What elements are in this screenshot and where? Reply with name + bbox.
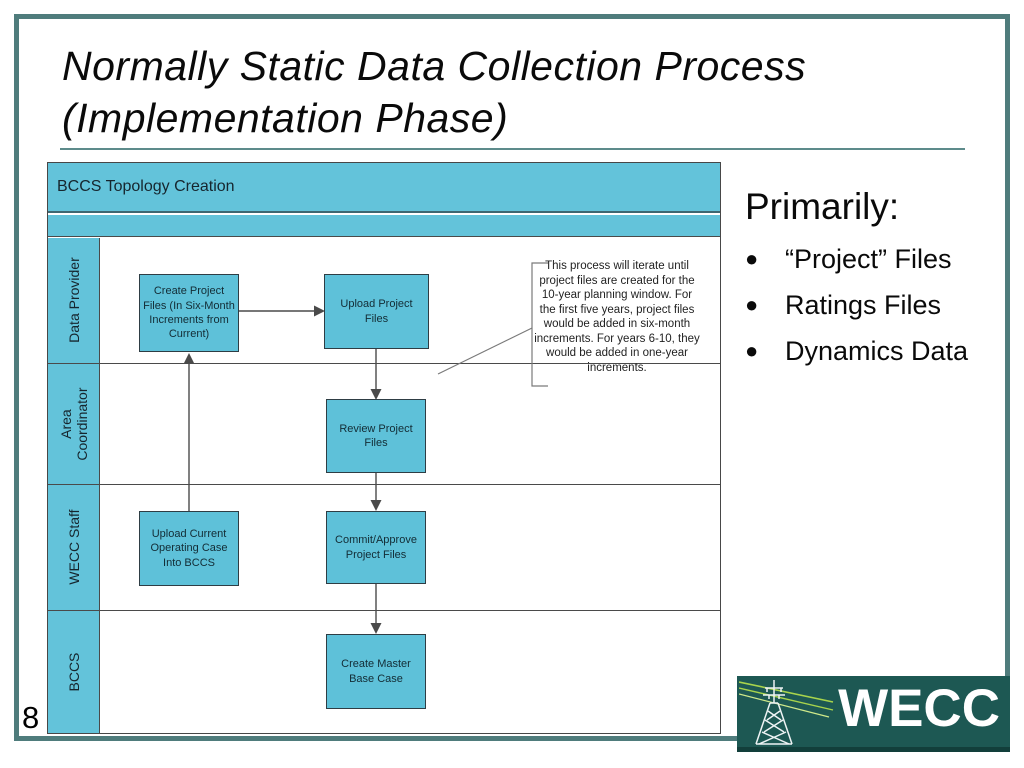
lane-label-data-provider: Data Provider <box>48 238 100 363</box>
lane-label-text: Area Coordinator <box>57 387 90 461</box>
flow-box-create-master-base-case: Create Master Base Case <box>326 634 426 709</box>
lane-label-text: Data Provider <box>65 257 82 344</box>
bullet-dynamics-data: ● Dynamics Data <box>745 334 995 369</box>
diagram-title: BCCS Topology Creation <box>57 178 235 195</box>
lane-label-wecc-staff: WECC Staff <box>48 485 100 610</box>
bullet-dot: ● <box>745 292 759 318</box>
diagram-subheader-band <box>48 215 720 237</box>
flow-box-upload-current-operating-case: Upload Current Operating Case Into BCCS <box>139 511 239 586</box>
page-number: 8 <box>22 700 40 735</box>
bullet-dot: ● <box>745 246 759 271</box>
bullet-text: Ratings Files <box>785 290 942 321</box>
lane-label-text: WECC Staff <box>65 509 82 586</box>
title-underline <box>60 148 965 150</box>
flow-box-review-project-files: Review Project Files <box>326 399 426 473</box>
slide-border <box>14 14 1010 741</box>
slide-title-line1: Normally Static Data Collection Process <box>62 43 807 89</box>
bullet-text: Dynamics Data <box>785 336 969 367</box>
lane-label-text: BCCS <box>65 652 82 692</box>
wecc-logo: WECC <box>737 676 1010 752</box>
primarily-heading: Primarily: <box>745 186 900 227</box>
transmission-tower-icon <box>739 680 834 745</box>
primarily-panel: Primarily: ● “Project” Files ● Ratings F… <box>745 186 995 380</box>
flow-box-create-project-files: Create Project Files (In Six-Month Incre… <box>139 274 239 352</box>
bullet-text: “Project” Files <box>785 244 952 274</box>
swimlane-diagram: BCCS Topology Creation Data Provider Are… <box>47 162 721 734</box>
diagram-title-bar: BCCS Topology Creation <box>48 163 720 213</box>
flow-box-commit-approve-project-files: Commit/Approve Project Files <box>326 511 426 584</box>
iteration-note: This process will iterate until project … <box>534 260 700 374</box>
wecc-logo-text: WECC <box>838 679 1000 738</box>
bullet-ratings-files: ● Ratings Files <box>745 288 995 323</box>
slide-title: Normally Static Data Collection Process … <box>62 40 972 145</box>
bullet-dot: ● <box>745 338 759 364</box>
bullet-project-files: ● “Project” Files <box>745 242 995 277</box>
flow-box-upload-project-files: Upload Project Files <box>324 274 429 349</box>
lane-label-area-coordinator: Area Coordinator <box>48 364 100 484</box>
slide-title-line2: (Implementation Phase) <box>62 95 509 142</box>
lane-label-bccs: BCCS <box>48 611 100 733</box>
